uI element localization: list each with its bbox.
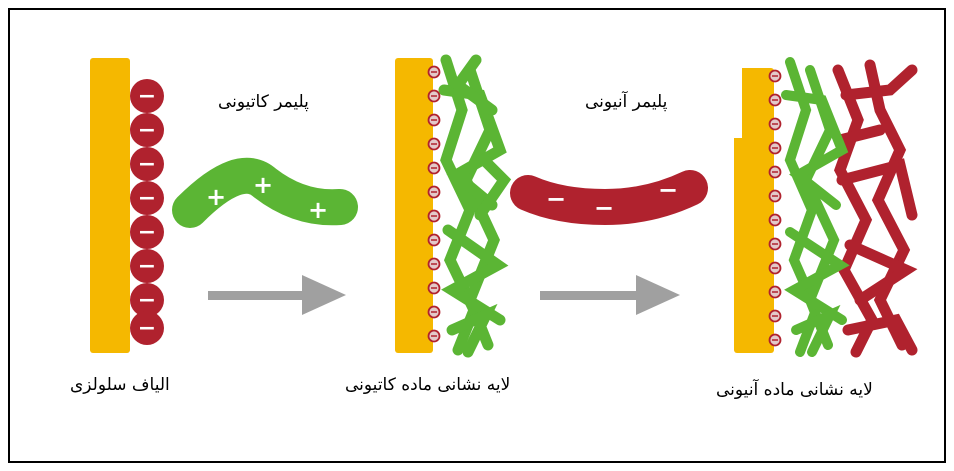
panel-anionic-layer [700, 58, 912, 353]
minus-sign: − [138, 152, 156, 177]
panel-cationic-layer [395, 58, 504, 353]
minus-sign: − [138, 254, 156, 279]
plus-sign: + [308, 196, 328, 224]
minus-sign: − [138, 220, 156, 245]
cationic-polymer-network [444, 60, 504, 352]
cationic-layer-label: لایه نشانی ماده کاتیونی [345, 375, 510, 395]
panel-cellulose-fiber: − − − − − − − − [90, 58, 164, 353]
plus-sign: + [253, 171, 273, 199]
fiber-bar-2 [395, 58, 433, 353]
fiber-bar-1 [90, 58, 130, 353]
minus-sign: − [138, 84, 156, 109]
anionic-polymer: − − − [528, 176, 690, 222]
cationic-polymer: + + + [190, 171, 340, 224]
minus-sign: − [546, 185, 566, 213]
minus-sign: − [658, 176, 678, 204]
anionic-layer-label: لایه نشانی ماده آنیونی [716, 380, 873, 400]
surface-negative-charges: − − − − − − − − [130, 79, 164, 345]
minus-sign: − [138, 288, 156, 313]
label-backdrop [700, 58, 742, 138]
minus-sign: − [594, 194, 614, 222]
anionic-polymer-label: پلیمر آنیونی [585, 92, 667, 112]
cationic-polymer-label: پلیمر کاتیونی [218, 92, 309, 112]
process-arrow-2 [540, 275, 680, 315]
plus-sign: + [206, 183, 226, 211]
minus-sign: − [138, 316, 156, 341]
process-arrow-1 [208, 275, 346, 315]
anionic-polymer-network [838, 65, 912, 352]
minus-sign: − [138, 186, 156, 211]
cationic-polymer-network [786, 62, 842, 352]
minus-sign: − [138, 118, 156, 143]
cellulose-fiber-label: الیاف سلولزی [70, 375, 170, 395]
